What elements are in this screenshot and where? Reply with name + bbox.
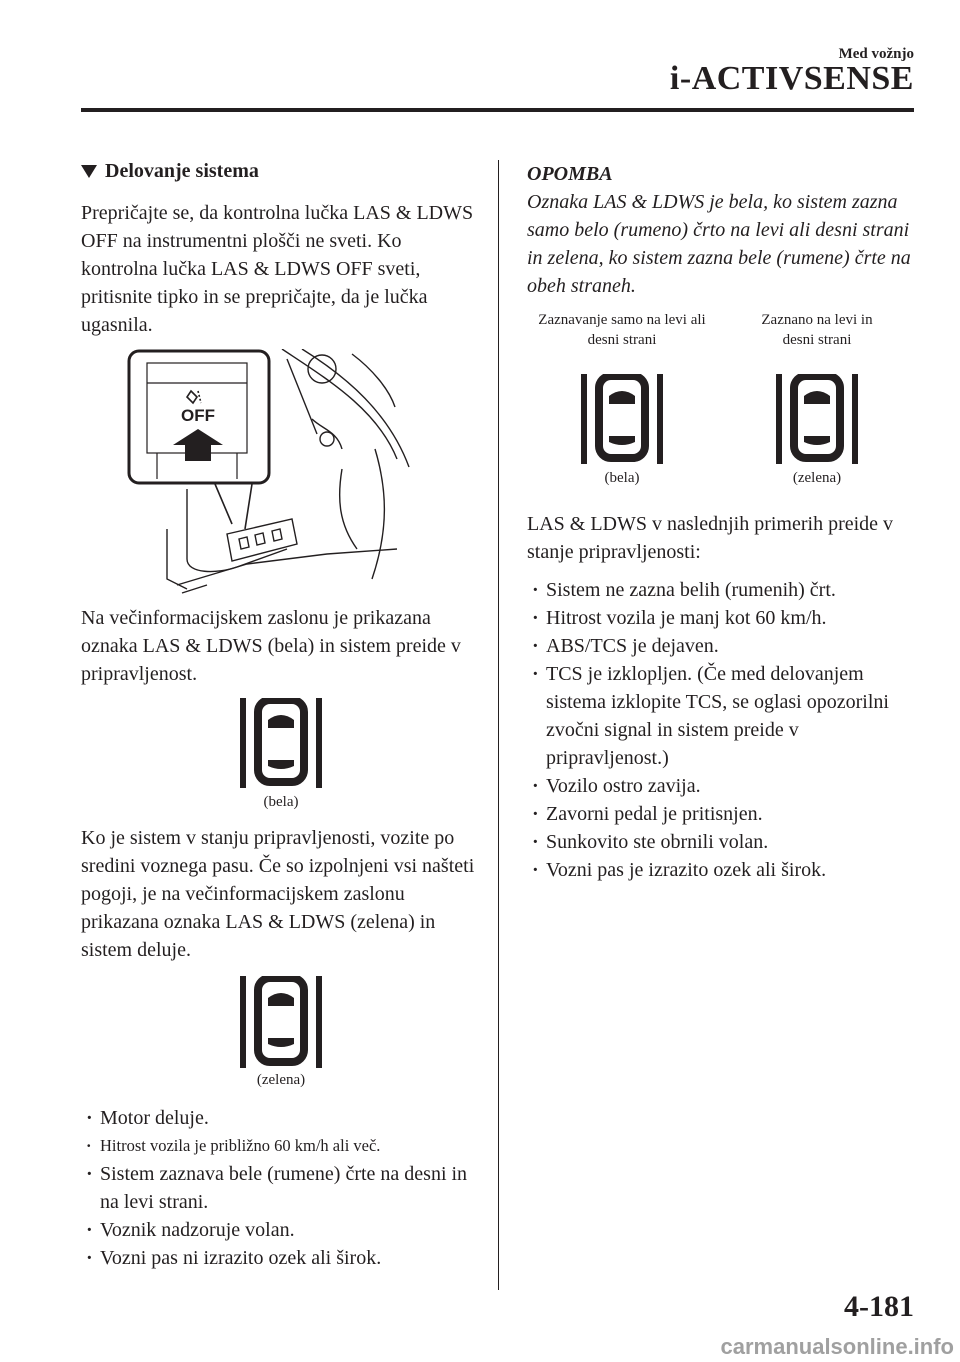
triangle-bullet-icon [81,165,97,178]
lane-lines-icon [581,374,663,464]
left-column: Delovanje sistema Prepričajte se, da kon… [81,160,481,1272]
list-item: Vozilo ostro zavija. [527,772,917,800]
both-sides-label: Zaznano na levi in desni strani [761,312,873,348]
one-side-label: Zaznavanje samo na levi ali desni strani [538,312,706,348]
lane-lines-icon [240,698,322,788]
list-item: ABS/TCS je dejaven. [527,632,917,660]
list-item: Sistem zaznava bele (rumene) črte na des… [81,1160,481,1216]
las-ldws-green-indicator: (zelena) [81,976,481,1090]
lane-lines-icon [776,374,858,464]
page-number: 4-181 [844,1290,914,1323]
one-side-indicator: Zaznavanje samo na levi ali desni strani… [527,310,717,488]
standby-conditions-intro: LAS & LDWS v naslednjih primerih preide … [527,513,894,563]
white-indicator-caption: (bela) [263,794,299,810]
standby-paragraph: Na večinformacijskem zaslonu je prikazan… [81,607,461,685]
intro-paragraph: Prepričajte se, da kontrolna lučka LAS &… [81,202,474,336]
right-column: OPOMBA Oznaka LAS & LDWS je bela, ko sis… [527,160,917,884]
list-item: Sunkovito ste obrnili volan. [527,828,917,856]
list-item: Sistem ne zazna belih (rumenih) črt. [527,576,917,604]
both-sides-caption: (zelena) [792,470,842,486]
list-item: Vozni pas ni izrazito ozek ali širok. [81,1244,481,1272]
list-item: Vozni pas je izrazito ozek ali širok. [527,856,917,884]
list-item: TCS je izklopljen. (Če med delovanjem si… [527,660,917,772]
one-side-caption: (bela) [604,470,640,486]
section-heading-text: Delovanje sistema [105,160,259,182]
off-button-label: OFF [181,406,215,425]
list-item: Motor deluje. [81,1104,481,1132]
column-divider [498,160,499,1290]
section-label: Med vožnjo [838,46,914,62]
standby-conditions-list: Sistem ne zazna belih (rumenih) črt. Hit… [527,576,917,884]
list-item: Zavorni pedal je pritisnjen. [527,800,917,828]
section-heading: Delovanje sistema [81,160,481,183]
las-ldws-off-switch-illustration: OFF [127,349,410,594]
both-sides-indicator: Zaznano na levi in desni strani (zelena) [727,310,907,488]
list-item: Hitrost vozila je manj kot 60 km/h. [527,604,917,632]
watermark: carmanualsonline.info [720,1334,955,1359]
list-item: Voznik nadzoruje volan. [81,1216,481,1244]
active-paragraph: Ko je sistem v stanju pripravljenosti, v… [81,827,475,961]
note-body: Oznaka LAS & LDWS je bela, ko sistem zaz… [527,191,911,297]
chapter-title: i-ACTIVSENSE [669,60,914,97]
header-rule [81,108,914,112]
indicator-comparison: Zaznavanje samo na levi ali desni strani… [527,310,907,488]
note-title: OPOMBA [527,163,613,185]
las-ldws-white-indicator: (bela) [81,698,481,812]
list-item: Hitrost vozila je približno 60 km/h ali … [81,1132,481,1160]
operating-conditions-list: Motor deluje. Hitrost vozila je približn… [81,1104,481,1272]
green-indicator-caption: (zelena) [256,1072,306,1088]
lane-lines-icon [240,976,322,1068]
